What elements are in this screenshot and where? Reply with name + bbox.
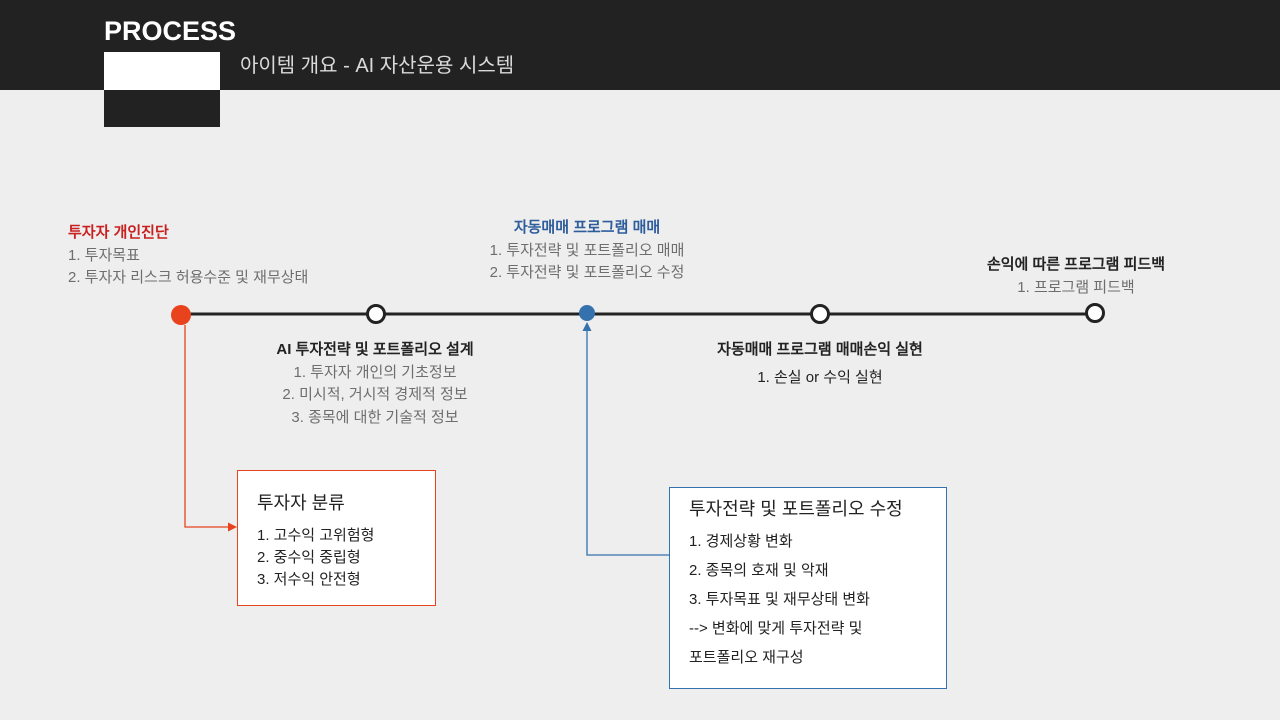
step-3-node (579, 305, 595, 321)
step-3-item: 2. 투자전략 및 포트폴리오 수정 (489, 264, 685, 281)
step-3-label-group: 자동매매 프로그램 매매 1. 투자전략 및 포트폴리오 매매 2. 투자전략 … (437, 217, 737, 285)
step-4-label-group: 자동매매 프로그램 매매손익 실현 1. 손실 or 수익 실현 (660, 336, 980, 392)
step-2-item: 2. 미시적, 거시적 경제적 정보 (282, 386, 468, 404)
portfolio-revision-box: 투자전략 및 포트폴리오 수정 1. 경제상황 변화 2. 종목의 호재 및 악… (669, 487, 947, 689)
step-5-label-group: 손익에 따른 프로그램 피드백 1. 프로그램 피드백 (946, 253, 1206, 299)
page-subtitle: 아이템 개요 - AI 자산운용 시스템 (240, 55, 515, 77)
portfolio-revision-item: --> 변화에 맞게 투자전략 및 (689, 619, 863, 637)
portfolio-revision-item: 3. 투자목표 및 재무상태 변화 (689, 590, 870, 608)
step-2-node (366, 304, 386, 324)
step-4-item: 1. 손실 or 수익 실현 (757, 369, 883, 386)
step-1-item: 1. 투자목표 (68, 246, 140, 264)
investor-classification-title: 투자자 분류 (257, 493, 345, 513)
step-1-item: 2. 투자자 리스크 허용수준 및 재무상태 (68, 269, 309, 286)
page-title: PROCESS (104, 16, 237, 46)
header-decoration-block (104, 52, 220, 127)
step-3-title: 자동매매 프로그램 매매 (513, 219, 661, 236)
step-2-title: AI 투자전략 및 포트폴리오 설계 (276, 341, 474, 358)
portfolio-revision-title: 투자전략 및 포트폴리오 수정 (689, 499, 903, 519)
step-3-item: 1. 투자전략 및 포트폴리오 매매 (489, 241, 685, 259)
investor-classification-item: 1. 고수익 고위험형 (257, 527, 375, 544)
step-2-label-group: AI 투자전략 및 포트폴리오 설계 1. 투자자 개인의 기초정보 2. 미시… (225, 339, 525, 430)
header-decoration-block-light (104, 52, 220, 90)
classification-connector-arrowhead (228, 522, 237, 532)
step-4-node (810, 304, 830, 324)
step-2-item: 3. 종목에 대한 기술적 정보 (291, 409, 459, 427)
step-5-item: 1. 프로그램 피드백 (1017, 279, 1135, 296)
revision-connector-line (586, 331, 669, 556)
investor-classification-box: 투자자 분류 1. 고수익 고위험형 2. 중수익 중립형 3. 저수익 안전형 (237, 470, 436, 606)
step-5-node (1085, 303, 1105, 323)
step-1-title: 투자자 개인진단 (68, 224, 169, 241)
classification-connector-line (184, 325, 229, 528)
header-decoration-block-dark (104, 90, 220, 127)
investor-classification-item: 2. 중수익 중립형 (257, 549, 361, 566)
step-1-node (171, 305, 191, 325)
step-2-item: 1. 투자자 개인의 기초정보 (293, 363, 457, 381)
investor-classification-item: 3. 저수익 안전형 (257, 571, 361, 588)
step-5-title: 손익에 따른 프로그램 피드백 (986, 256, 1166, 273)
portfolio-revision-item: 포트폴리오 재구성 (689, 648, 804, 666)
revision-connector-arrowhead (582, 322, 592, 331)
step-4-title: 자동매매 프로그램 매매손익 실현 (717, 341, 923, 358)
step-1-label-group: 투자자 개인진단 1. 투자목표 2. 투자자 리스크 허용수준 및 재무상태 (68, 222, 308, 290)
portfolio-revision-item: 1. 경제상황 변화 (689, 532, 793, 550)
portfolio-revision-item: 2. 종목의 호재 및 악재 (689, 561, 829, 579)
